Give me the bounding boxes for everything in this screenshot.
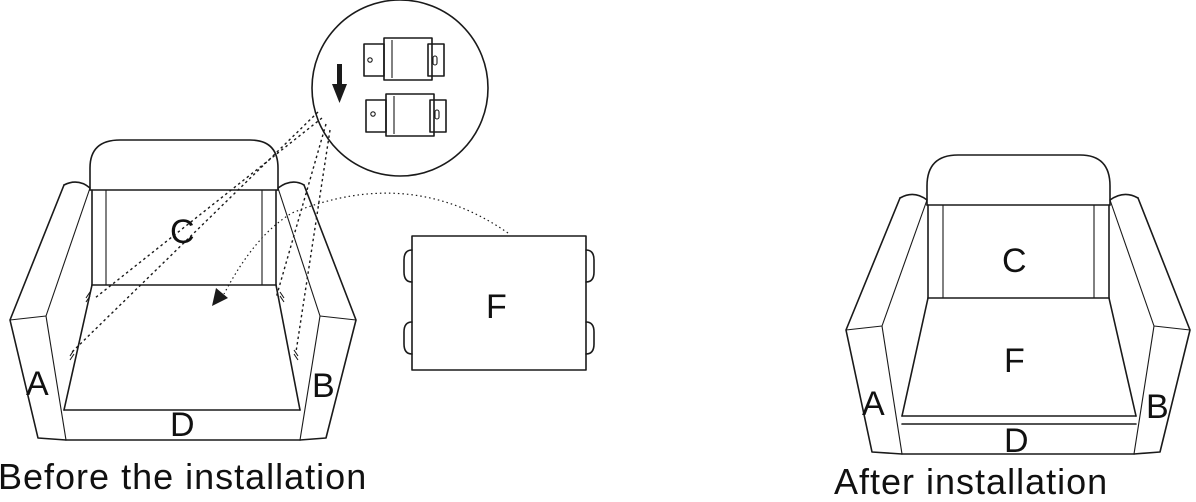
before-caption: Before the installation xyxy=(0,456,367,497)
before-label-d: D xyxy=(170,406,195,444)
arrowhead-icon xyxy=(212,288,228,306)
before-placement-arrow xyxy=(212,192,509,306)
before-label-a: A xyxy=(26,365,49,403)
bracket-icon-upper xyxy=(363,37,445,81)
before-dotted-connectors xyxy=(71,111,331,353)
before-sofa-frame xyxy=(9,139,357,441)
after-caption: After installation xyxy=(834,461,1108,502)
before-hook-marks xyxy=(69,291,299,361)
after-label-b: B xyxy=(1146,388,1169,426)
before-label-f: F xyxy=(486,288,507,326)
down-arrow-icon xyxy=(332,64,347,103)
before-arm-a xyxy=(9,181,91,441)
before-magnifier xyxy=(311,0,489,177)
before-arm-b xyxy=(277,181,357,441)
after-seat xyxy=(901,297,1137,455)
after-sofa xyxy=(845,154,1191,455)
after-label-c: C xyxy=(1002,242,1027,280)
bracket-clip-icons xyxy=(403,249,595,355)
after-label-d: D xyxy=(1004,422,1029,460)
bracket-icon-lower xyxy=(365,93,447,137)
after-arm-b xyxy=(1109,193,1191,455)
after-arm-a xyxy=(845,193,928,455)
after-label-a: A xyxy=(862,385,885,423)
after-label-f: F xyxy=(1004,342,1025,380)
before-label-b: B xyxy=(312,367,335,405)
before-seat-frame xyxy=(63,284,301,441)
before-seat-panel-f xyxy=(403,235,595,371)
before-label-c: C xyxy=(170,213,195,251)
after-backrest xyxy=(926,154,1111,299)
